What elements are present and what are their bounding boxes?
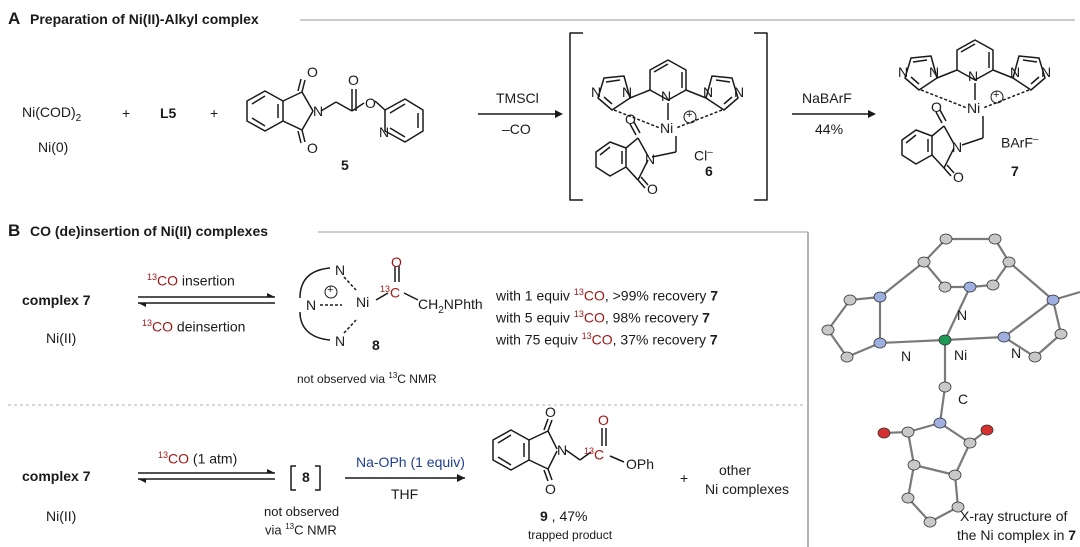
section-a-title: Preparation of Ni(II)-Alkyl complex bbox=[30, 11, 259, 27]
charge-plus: + bbox=[993, 89, 1000, 101]
naoph-reagent: Na-OPh (1 equiv) bbox=[356, 454, 465, 470]
via-nmr-label: via 13C NMR bbox=[265, 522, 337, 538]
atom-n: N bbox=[313, 103, 324, 119]
compound-8-structure bbox=[299, 266, 419, 341]
yield-7: 44% bbox=[815, 121, 844, 137]
atom-o: O bbox=[307, 64, 318, 80]
atom-n: N bbox=[379, 124, 390, 140]
co-atm-label: 13CO (1 atm) bbox=[158, 450, 238, 467]
l5-label: L5 bbox=[160, 105, 177, 121]
recovery-5-equiv: with 5 equiv 13CO, 98% recovery 7 bbox=[496, 309, 710, 326]
complex-6-structure bbox=[595, 59, 739, 189]
ni2-label: Ni(II) bbox=[46, 330, 77, 346]
atom-o: O bbox=[598, 412, 609, 428]
ni-complexes-label: Ni complexes bbox=[705, 481, 790, 497]
compound-8-number: 8 bbox=[372, 337, 380, 353]
compound-9-structure bbox=[492, 418, 625, 482]
compound-7-number: 7 bbox=[1011, 163, 1019, 179]
atom-n: N bbox=[703, 84, 714, 100]
labeled-carbon: 13C bbox=[584, 446, 605, 463]
plus-sign: + bbox=[680, 470, 689, 486]
labeled-carbon: 13C bbox=[380, 284, 401, 301]
plus-sign: + bbox=[210, 105, 219, 121]
xray-n-label: N bbox=[957, 307, 968, 323]
complex-7-structure bbox=[901, 39, 1046, 177]
atom-o: O bbox=[391, 254, 402, 270]
compound-6-number: 6 bbox=[705, 163, 713, 179]
atom-n: N bbox=[1010, 64, 1021, 80]
counter-ion-7: BArF– bbox=[1001, 134, 1039, 151]
atom-n: N bbox=[591, 84, 602, 100]
atom-n: N bbox=[622, 84, 633, 100]
atom-o: O bbox=[307, 140, 318, 156]
atom-ni: Ni bbox=[660, 120, 674, 136]
atom-n: N bbox=[898, 64, 909, 80]
atom-o: O bbox=[348, 72, 359, 88]
xray-n-label: N bbox=[901, 348, 912, 364]
ch2nphth-group: CH2NPhth bbox=[418, 296, 483, 316]
plus-sign: + bbox=[122, 105, 131, 121]
section-b-letter: B bbox=[8, 221, 21, 240]
atom-n: N bbox=[335, 262, 346, 278]
charge-plus: + bbox=[686, 109, 693, 121]
atom-n: N bbox=[306, 297, 317, 313]
compound-5-number: 5 bbox=[341, 157, 349, 173]
atom-n: N bbox=[335, 333, 346, 349]
complex-7-label: complex 7 bbox=[22, 292, 91, 308]
atom-o: O bbox=[625, 111, 636, 127]
atom-n: N bbox=[952, 139, 963, 155]
recovery-1-equiv: with 1 equiv 13CO, >99% recovery 7 bbox=[496, 287, 719, 304]
atom-o: O bbox=[365, 95, 376, 111]
section-a-letter: A bbox=[8, 9, 21, 28]
atom-o: O bbox=[545, 404, 556, 420]
ni2-label: Ni(II) bbox=[46, 508, 77, 524]
co-insertion-label: 13CO insertion bbox=[147, 272, 235, 289]
trapped-product-label: trapped product bbox=[528, 528, 613, 542]
co-deinsertion-label: 13CO deinsertion bbox=[142, 318, 246, 335]
atom-n: N bbox=[1041, 64, 1052, 80]
atom-o: O bbox=[931, 99, 942, 115]
compound-5-structure bbox=[246, 78, 424, 144]
xray-atoms bbox=[821, 233, 1068, 528]
atom-o: O bbox=[953, 169, 964, 185]
charge-plus: + bbox=[327, 284, 334, 296]
nicod-label: Ni(COD)2 bbox=[22, 104, 82, 124]
bracket-compound-8: 8 bbox=[302, 469, 310, 485]
atom-n: N bbox=[734, 84, 745, 100]
atom-n: N bbox=[645, 151, 656, 167]
not-observed-label: not observed bbox=[264, 504, 340, 519]
xray-c-label: C bbox=[958, 391, 969, 407]
atom-n: N bbox=[968, 68, 979, 84]
atom-n: N bbox=[661, 88, 672, 104]
xray-caption-line1: X-ray structure of bbox=[960, 508, 1068, 524]
co-loss-label: –CO bbox=[502, 121, 531, 137]
atom-ni: Ni bbox=[356, 294, 370, 310]
counter-ion-6: Cl– bbox=[694, 147, 713, 164]
atom-ni: Ni bbox=[967, 100, 981, 116]
ni0-label: Ni(0) bbox=[38, 139, 69, 155]
complex-7-label: complex 7 bbox=[22, 468, 91, 484]
thf-solvent: THF bbox=[391, 486, 419, 502]
oph-group: OPh bbox=[626, 456, 655, 472]
atom-o: O bbox=[647, 181, 658, 197]
nabarf-reagent: NaBArF bbox=[802, 90, 852, 106]
atom-o: O bbox=[545, 481, 556, 497]
recovery-75-equiv: with 75 equiv 13CO, 37% recovery 7 bbox=[496, 331, 718, 348]
xray-caption-line2: the Ni complex in 7 bbox=[957, 527, 1077, 543]
tmscl-reagent: TMSCl bbox=[496, 90, 539, 106]
section-b-title: CO (de)insertion of Ni(II) complexes bbox=[30, 223, 269, 239]
atom-n: N bbox=[557, 442, 568, 458]
compound-9-yield: 9 , 47% bbox=[540, 508, 588, 524]
xray-ni-label: Ni bbox=[954, 347, 968, 363]
other-label: other bbox=[719, 462, 751, 478]
atom-n: N bbox=[929, 64, 940, 80]
not-observed-note: not observed via 13C NMR bbox=[297, 371, 437, 386]
xray-n-label: N bbox=[1011, 345, 1022, 361]
